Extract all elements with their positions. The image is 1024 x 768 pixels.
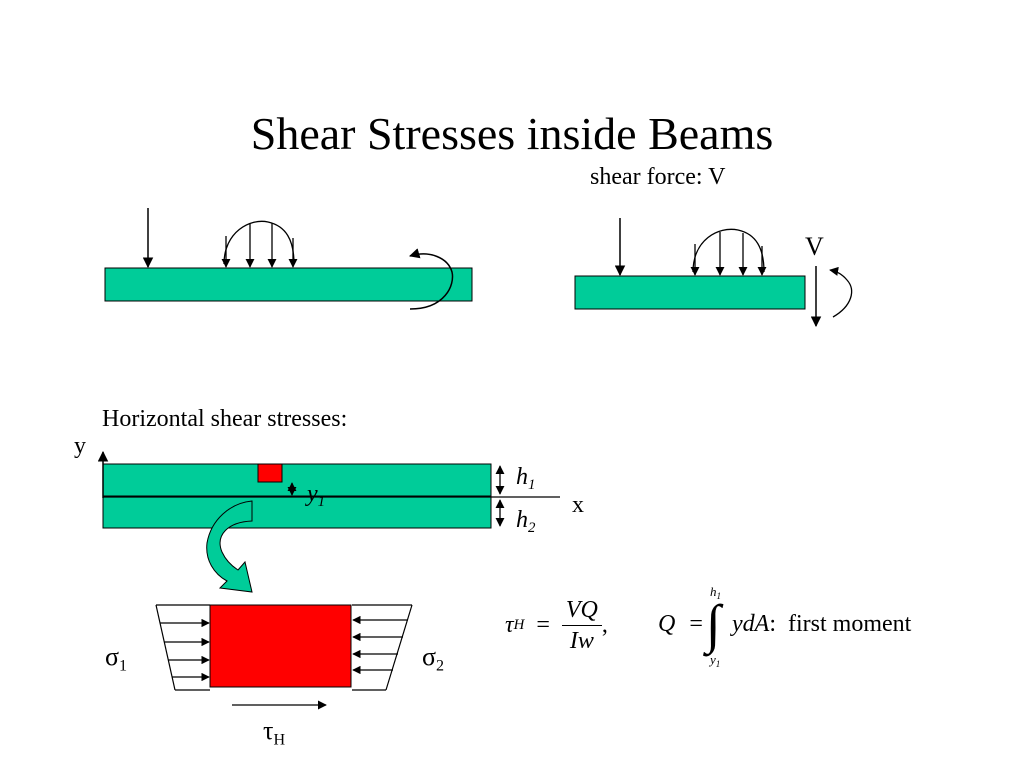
full-beam-group	[104, 208, 473, 310]
x-axis-label: x	[572, 492, 584, 518]
horizontal-shear-label: Horizontal shear stresses:	[102, 406, 348, 432]
formula2-colon: :	[769, 611, 776, 637]
stress-element-detail	[155, 604, 413, 710]
sigma2-profile	[385, 604, 413, 691]
formula1-lhs: τ	[505, 612, 514, 638]
lower-layer	[102, 496, 492, 529]
lower-limit-sub: 1	[715, 659, 721, 670]
full-beam	[104, 267, 473, 302]
y1-base: y	[307, 481, 318, 507]
sigma2-base: σ	[422, 642, 437, 671]
layered-beam-group	[97, 450, 560, 529]
shear-force-label: shear force: V	[590, 164, 726, 190]
h1-base: h	[516, 464, 528, 490]
upper-layer	[102, 463, 492, 497]
formula1-fraction: VQ Iw	[561, 596, 602, 655]
sigma1-base: σ	[105, 642, 120, 671]
h2-base: h	[516, 507, 528, 533]
first-moment-label: first moment	[787, 611, 912, 637]
y1-label: y1	[307, 480, 326, 511]
tau-h-base: τ	[263, 716, 274, 745]
h2-label: h2	[516, 506, 536, 537]
stress-element-large	[209, 604, 352, 688]
cut-beam-group	[574, 218, 853, 328]
upper-limit-base: h	[710, 584, 717, 599]
h2-sub: 2	[528, 520, 536, 537]
y1-sub: 1	[317, 494, 326, 511]
h1-label: h1	[516, 463, 536, 494]
integral-lower-limit: y1	[710, 652, 721, 670]
first-moment-formula-rhs: ydA: first moment	[732, 610, 911, 638]
formula2-integrand: ydA	[732, 611, 770, 637]
tau-h-label: τH	[263, 716, 286, 749]
formula1-equals: =	[536, 612, 550, 638]
formula2-lhs: Q	[658, 611, 676, 637]
moment-arrow	[829, 266, 853, 318]
sigma1-profile	[155, 604, 176, 691]
integral-upper-limit: h1	[710, 584, 722, 602]
sigma1-label: σ1	[105, 642, 128, 675]
upper-limit-sub: 1	[716, 591, 722, 602]
formula1-numerator: VQ	[561, 596, 602, 626]
formula1-denominator: Iw	[569, 627, 594, 654]
first-moment-formula-lhs: Q =	[658, 610, 703, 638]
distributed-load-curve	[223, 220, 295, 265]
zoom-arrow	[206, 500, 253, 593]
distributed-load-curve	[692, 228, 765, 273]
slide-title: Shear Stresses inside Beams	[250, 108, 774, 159]
shear-force-symbol: V	[805, 232, 824, 261]
sigma1-sub: 1	[119, 657, 128, 675]
stress-element	[257, 463, 283, 483]
formula1-comma: ,	[601, 612, 608, 638]
h1-sub: 1	[528, 477, 536, 494]
integral-sign: ∫	[706, 594, 721, 654]
cut-beam	[574, 275, 806, 310]
sigma2-label: σ2	[422, 642, 445, 675]
tau-h-sub: H	[273, 731, 286, 749]
lower-limit-base: y	[710, 652, 716, 667]
formula2-equals: =	[689, 611, 703, 637]
sigma2-sub: 2	[436, 657, 445, 675]
y-axis-label: y	[74, 433, 86, 459]
moment-arrow	[408, 248, 454, 310]
